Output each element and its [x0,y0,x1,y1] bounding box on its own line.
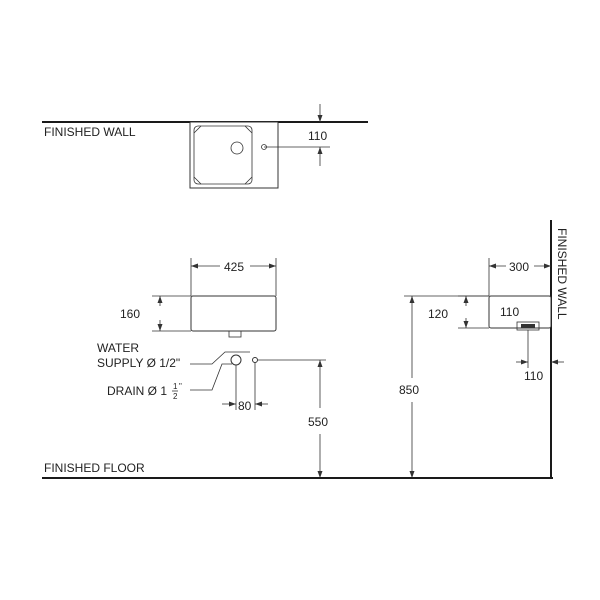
dim-arrow [317,360,323,367]
trap-fitting-inner [521,324,535,328]
water-supply-label-1: WATER [97,341,139,355]
dim-front-width: 425 [224,260,244,274]
dim-arrow [269,263,276,269]
dim-supply-height: 550 [308,415,328,429]
dim-arrow [317,147,323,154]
finished-wall-label-top: FINISHED WALL [44,125,136,139]
dim-pipe-spacing: 80 [238,399,252,413]
dim-arrow [229,401,236,407]
basin-top-outline [189,121,279,189]
dim-front-height: 160 [120,307,140,321]
drain-frac-den: 2 [173,392,178,401]
drain-label: DRAIN Ø 1 [107,384,167,398]
side-view: FINISHED WALL 300 110 120 850 [399,220,569,478]
dim-side-depth: 300 [509,260,529,274]
dim-arrow [409,471,415,478]
dim-arrow [317,471,323,478]
dim-arrow [489,263,496,269]
drain-hole [230,141,244,155]
water-supply-label-2: SUPPLY Ø 1/2" [97,356,180,370]
dim-arrow [255,401,262,407]
drain-leader [190,363,232,391]
drain-suffix: " [179,382,182,391]
dim-arrow [317,115,323,122]
bowl-corner [244,125,253,134]
top-view: FINISHED WALL 110 [42,104,368,189]
dim-top-offset: 110 [308,129,327,143]
dim-basin-top-height: 850 [399,383,419,397]
finished-wall-label-side: FINISHED WALL [555,228,569,320]
drain-frac-num: 1 [173,382,178,391]
dim-side-inner: 110 [500,305,519,319]
finished-floor-label: FINISHED FLOOR [44,461,145,475]
dim-arrow [551,359,558,365]
dim-arrow [191,263,198,269]
front-view: 425 160 WATER SUPPLY Ø 1/2" DRAIN Ø 1 1 … [97,258,328,478]
dim-arrow [409,296,415,303]
dim-arrow [544,263,551,269]
bowl-corner [244,176,253,185]
basin-front [190,295,277,332]
dim-side-basin-height: 120 [428,307,448,321]
bowl-corner [193,176,202,185]
drain-outlet-front [228,330,242,338]
basin-side [488,295,552,329]
dim-side-wall-offset: 110 [524,369,543,383]
supply-leader [190,351,250,365]
basin-top-bowl [193,125,253,185]
supply-pipe-circle [252,357,258,363]
dim-arrow [157,296,163,303]
bowl-corner [193,125,202,134]
drain-pipe-circle [230,354,242,366]
dim-arrow [463,321,469,328]
dim-arrow [521,359,528,365]
dim-arrow [463,296,469,303]
dim-arrow [157,324,163,331]
